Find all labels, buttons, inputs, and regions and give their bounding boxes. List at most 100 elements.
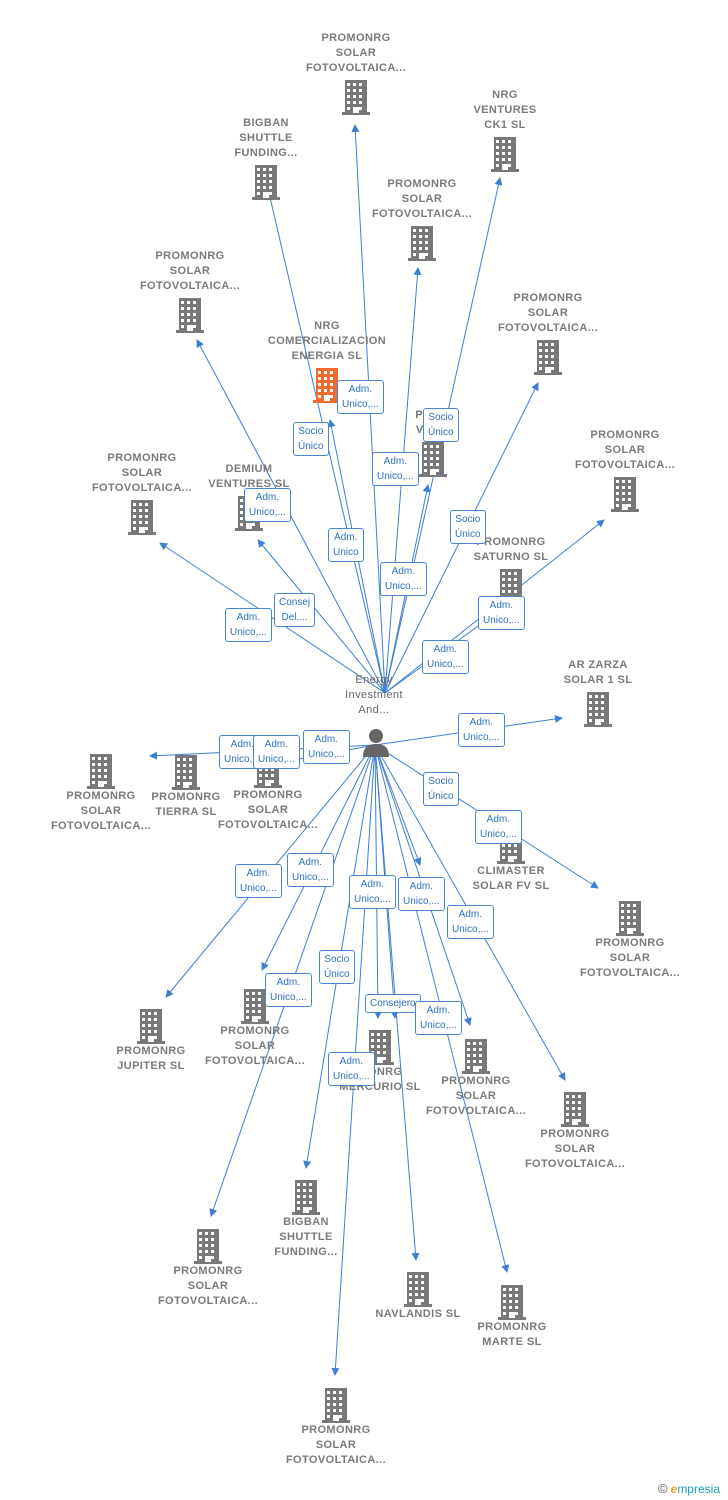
edge-role-label[interactable]: Adm. Unico,... (415, 1001, 462, 1035)
building-icon (292, 1180, 320, 1215)
building-icon (491, 137, 519, 172)
company-node[interactable]: PROMONRG SOLAR FOTOVOLTAICA... (357, 177, 487, 261)
company-label: AR ZARZA SOLAR 1 SL (563, 659, 633, 686)
edge-role-label[interactable]: Socio Único (423, 408, 459, 442)
company-node[interactable]: NAVLANDIS SL (353, 1268, 483, 1322)
company-label: BIGBAN SHUTTLE FUNDING... (234, 117, 298, 159)
building-icon (252, 165, 280, 200)
edge-role-label[interactable]: Adm. Unico,... (447, 905, 494, 939)
company-node[interactable]: BIGBAN SHUTTLE FUNDING... (241, 1176, 371, 1260)
company-label: NAVLANDIS SL (375, 1308, 461, 1320)
company-label: PROMONRG SOLAR FOTOVOLTAICA... (497, 292, 599, 334)
company-label: NRG COMERCIALIZACION ENERGIA SL (267, 320, 387, 362)
edge-role-label[interactable]: Consejero (365, 994, 421, 1013)
edge-role-label[interactable]: Adm. Unico,... (422, 640, 469, 674)
company-node[interactable]: PROMONRG SOLAR FOTOVOLTAICA... (271, 1384, 401, 1468)
edge-role-label[interactable]: Adm. Unico,... (225, 608, 272, 642)
building-icon (584, 692, 612, 727)
company-label: PROMONRG SOLAR FOTOVOLTAICA... (204, 1025, 306, 1067)
company-label: PROMONRG MARTE SL (477, 1321, 547, 1348)
company-node[interactable]: NRG VENTURES CK1 SL (440, 88, 570, 172)
company-label: PROMONRG SOLAR FOTOVOLTAICA... (217, 789, 319, 831)
copyright-symbol: © (658, 1481, 668, 1496)
edge-role-label[interactable]: Adm. Unico,... (458, 713, 505, 747)
edge-role-label[interactable]: Adm. Unico,... (253, 735, 300, 769)
company-node[interactable]: PROMONRG SOLAR FOTOVOLTAICA... (510, 1088, 640, 1172)
edge-role-label[interactable]: Adm. Unico,... (328, 1052, 375, 1086)
company-node[interactable]: PROMONRG SATURNO SL (446, 535, 576, 604)
building-icon (498, 1285, 526, 1320)
company-label: DEMIUM VENTURES SL (208, 463, 290, 490)
edge-role-label[interactable]: Adm. Unico,... (244, 488, 291, 522)
building-icon (404, 1272, 432, 1307)
company-label: PROMONRG SOLAR FOTOVOLTAICA... (91, 452, 193, 494)
edge-role-label[interactable]: Adm. Unico (328, 528, 364, 562)
edge-role-label[interactable]: Adm. Unico,... (265, 973, 312, 1007)
company-node[interactable]: PROMONRG JUPITER SL (86, 1005, 216, 1074)
company-node[interactable]: PROMONRG SOLAR FOTOVOLTAICA... (125, 249, 255, 333)
edge-role-label[interactable]: Socio Único (423, 772, 459, 806)
edge-role-label[interactable]: Socio Único (450, 510, 486, 544)
edge-role-label[interactable]: Adm. Unico,... (478, 596, 525, 630)
building-icon (194, 1229, 222, 1264)
company-node[interactable]: PROMONRG SOLAR FOTOVOLTAICA... (291, 31, 421, 115)
company-node[interactable]: PROMONRG MARTE SL (447, 1281, 577, 1350)
edge-role-label[interactable]: Adm. Unico,... (235, 864, 282, 898)
company-label: NRG VENTURES CK1 SL (473, 89, 537, 131)
company-label: PROMONRG SOLAR FOTOVOLTAICA... (524, 1128, 626, 1170)
company-label: CLIMASTER SOLAR FV SL (472, 865, 550, 892)
building-icon (419, 442, 447, 477)
building-icon (462, 1039, 490, 1074)
company-node[interactable]: PROMONRG SOLAR FOTOVOLTAICA... (77, 451, 207, 535)
company-label: BIGBAN SHUTTLE FUNDING... (274, 1216, 338, 1258)
person-icon[interactable] (362, 727, 390, 762)
company-node[interactable]: AR ZARZA SOLAR 1 SL (533, 658, 663, 727)
edge-role-label[interactable]: Socio Único (319, 950, 355, 984)
company-node[interactable]: PROMONRG SOLAR FOTOVOLTAICA... (560, 428, 690, 512)
edge-role-label[interactable]: Adm. Unico,... (349, 875, 396, 909)
company-node[interactable]: PROMONRG SOLAR FOTOVOLTAICA... (190, 985, 320, 1069)
building-icon (137, 1009, 165, 1044)
company-node[interactable]: PROMONRG SOLAR FOTOVOLTAICA... (411, 1035, 541, 1119)
edge-line (159, 542, 386, 694)
edge-line (374, 744, 422, 866)
company-label: PROMONRG SOLAR FOTOVOLTAICA... (50, 790, 152, 832)
brand-e: e (670, 1482, 678, 1496)
building-icon (408, 226, 436, 261)
building-icon (611, 477, 639, 512)
building-icon (128, 500, 156, 535)
building-icon (534, 340, 562, 375)
company-node[interactable]: PROMONRG TIERRA SL (121, 751, 251, 820)
edge-role-label[interactable]: Adm. Unico,... (337, 380, 384, 414)
edge-role-label[interactable]: Consej Del.... (274, 593, 316, 627)
company-node[interactable]: PROMONRG SOLAR FOTOVOLTAICA... (483, 291, 613, 375)
edge-role-label[interactable]: Adm. Unico,... (475, 810, 522, 844)
company-label: PROMONRG TIERRA SL (151, 791, 221, 818)
company-node[interactable]: BIGBAN SHUTTLE FUNDING... (201, 116, 331, 200)
building-icon (561, 1092, 589, 1127)
edge-role-label[interactable]: Socio Único (293, 422, 329, 456)
brand-name: mpresia (677, 1482, 720, 1496)
building-icon (241, 989, 269, 1024)
company-node[interactable]: PROMONRG SOLAR FOTOVOLTAICA... (36, 750, 166, 834)
company-node[interactable]: PROMONRG SOLAR FOTOVOLTAICA... (143, 1225, 273, 1309)
company-node[interactable]: NRG COMERCIALIZACION ENERGIA SL (262, 319, 392, 403)
center-node-label[interactable]: Energy Investment And... (309, 673, 439, 718)
company-label: PROMONRG SOLAR FOTOVOLTAICA... (579, 937, 681, 979)
company-label: PROMONRG JUPITER SL (116, 1045, 186, 1072)
center-label-text: Energy Investment And... (345, 674, 403, 716)
edge-role-label[interactable]: Adm. Unico,... (380, 562, 427, 596)
building-icon (313, 368, 341, 403)
company-node[interactable]: PROMONRG SOLAR FOTOVOLTAICA... (565, 897, 695, 981)
edge-role-label[interactable]: Adm. Unico,... (398, 877, 445, 911)
edge-role-label[interactable]: Adm. Unico,... (287, 853, 334, 887)
company-label: PROMONRG SATURNO SL (473, 536, 549, 563)
edge-role-label[interactable]: Adm. Unico,... (372, 452, 419, 486)
building-icon (176, 298, 204, 333)
company-label: PROMONRG SOLAR FOTOVOLTAICA... (139, 250, 241, 292)
edge-line (257, 539, 386, 694)
edge-role-label[interactable]: Adm. Unico,... (303, 730, 350, 764)
edge-line (196, 339, 386, 694)
company-label: PROMONRG SOLAR FOTOVOLTAICA... (305, 32, 407, 74)
